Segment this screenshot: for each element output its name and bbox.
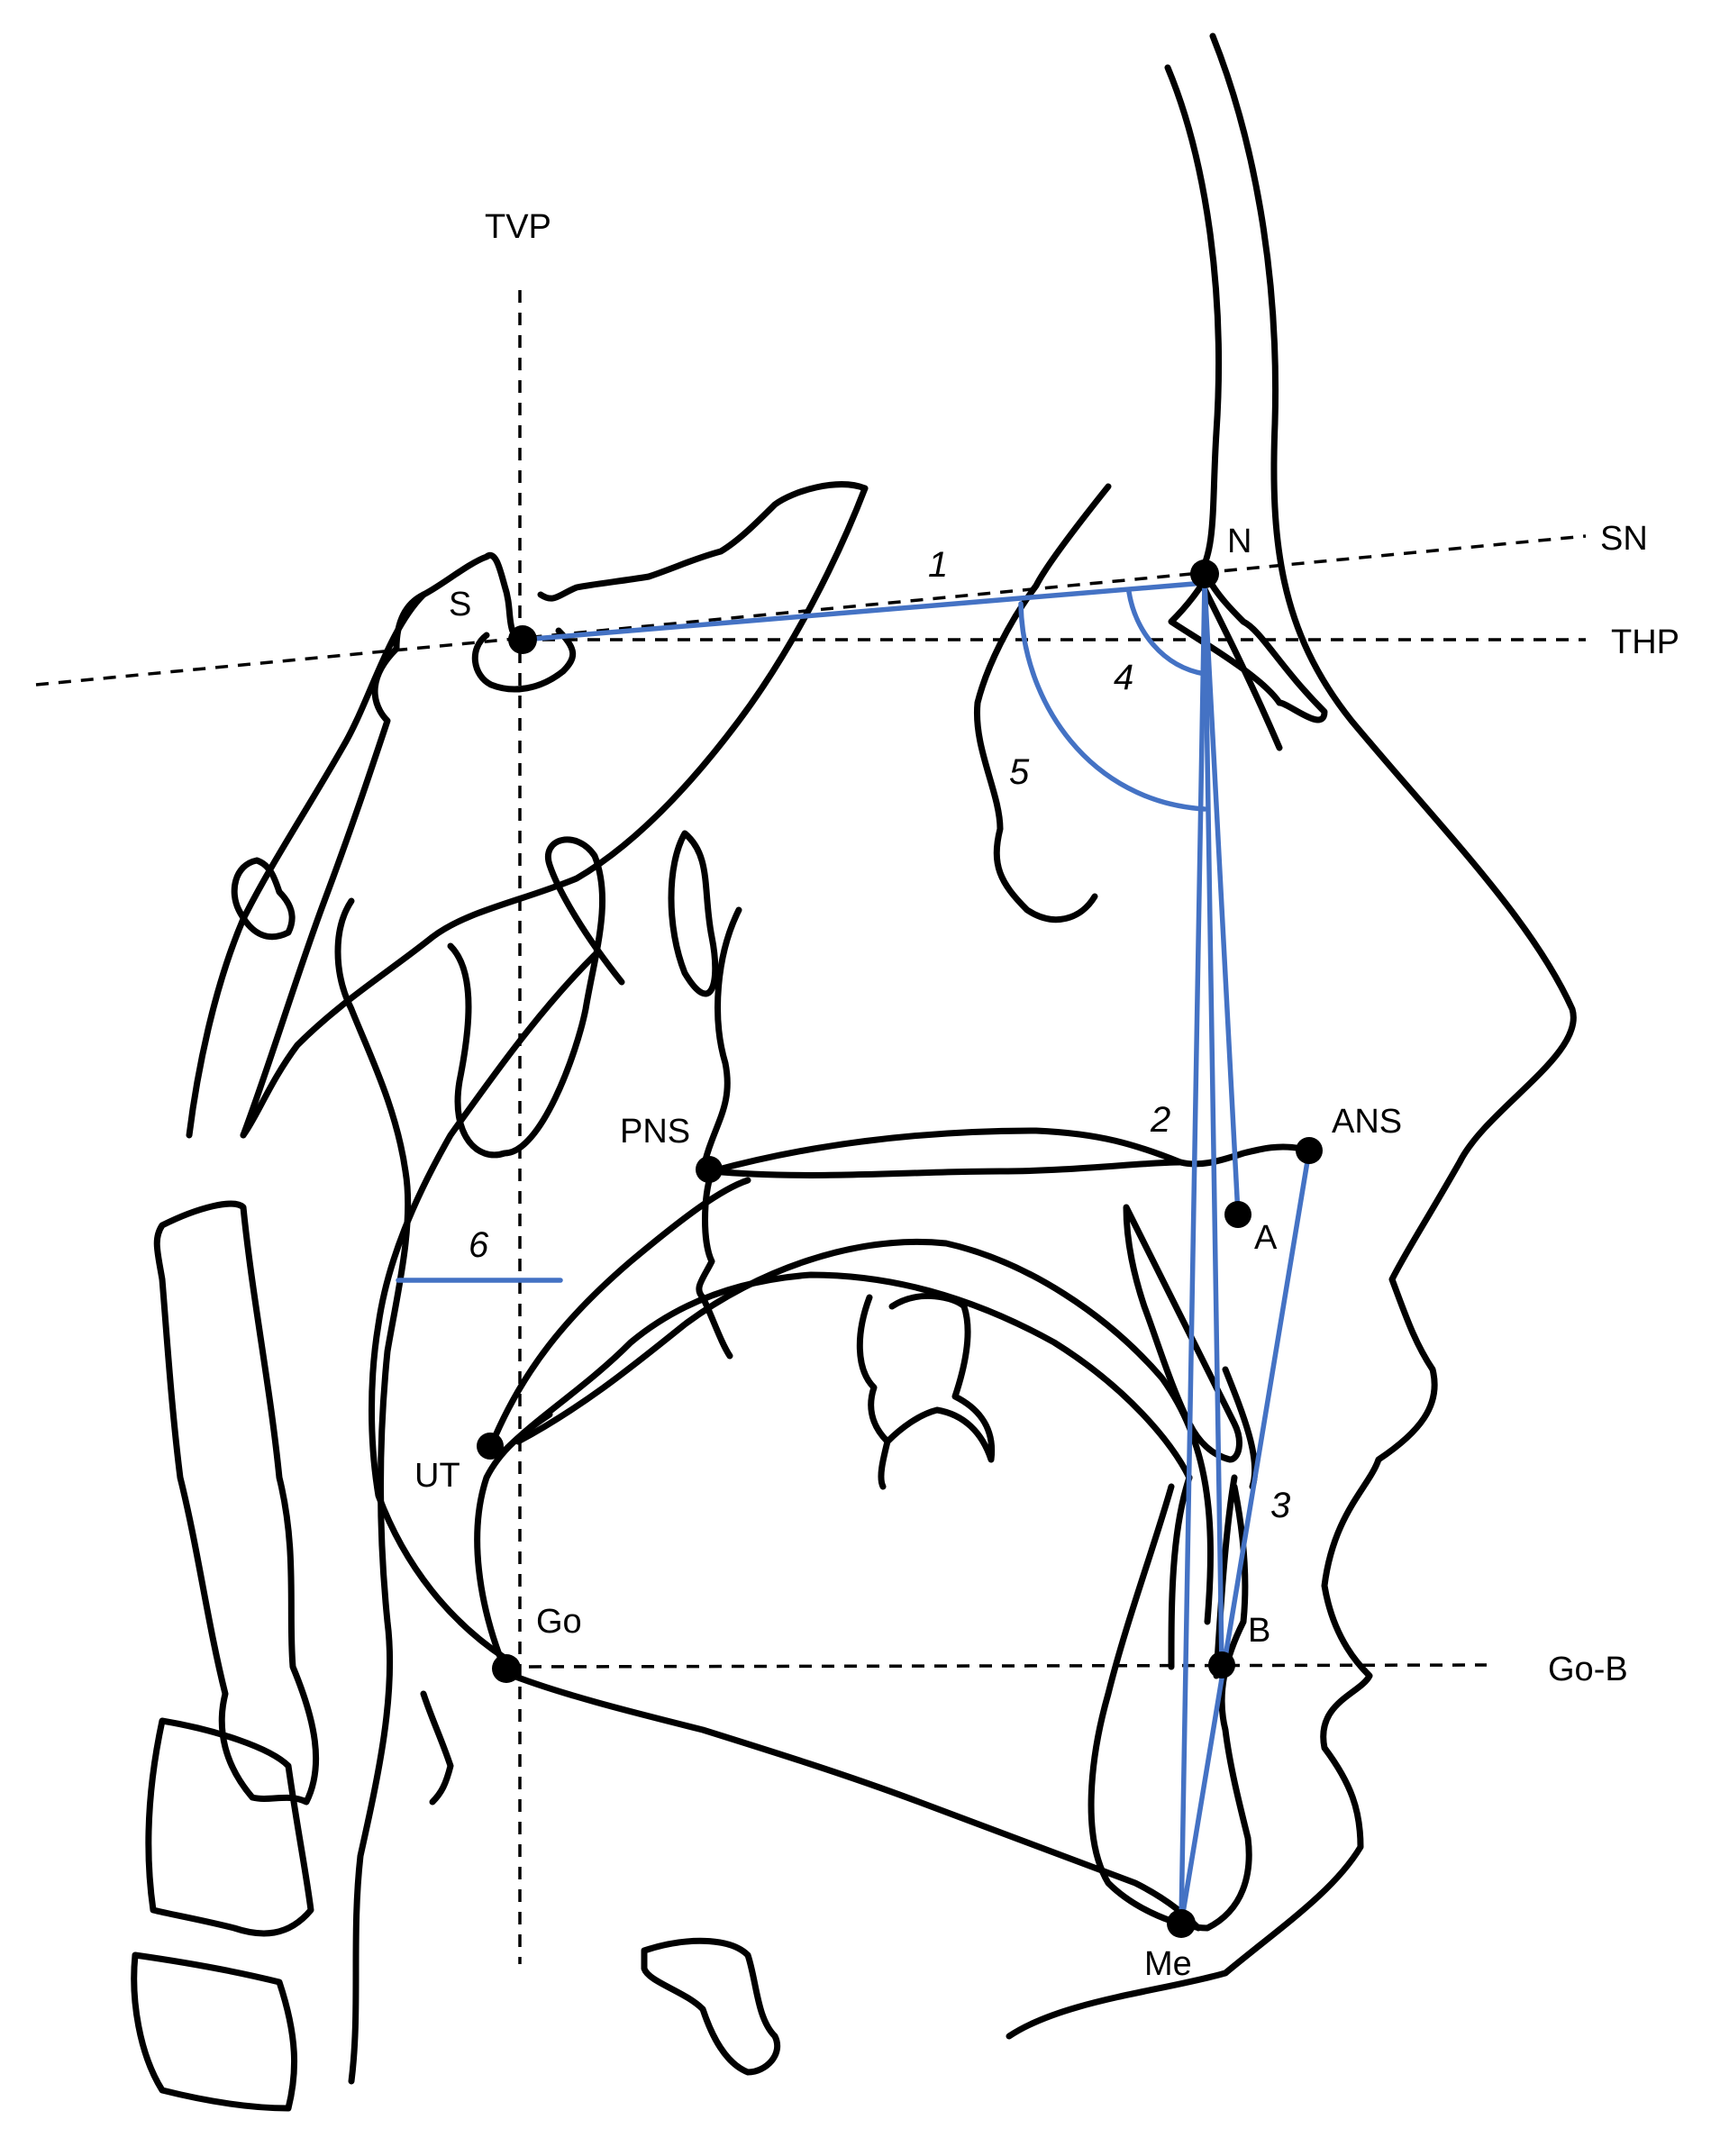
molar-tooth bbox=[856, 1292, 996, 1490]
label-go: Go bbox=[536, 1603, 582, 1641]
label-pns: PNS bbox=[620, 1113, 690, 1151]
tongue-dorsum bbox=[487, 1177, 751, 1450]
point-me bbox=[1167, 1909, 1196, 1938]
hard-palate-lower bbox=[708, 1159, 1184, 1178]
tongue-outline bbox=[501, 1271, 1193, 1481]
point-go bbox=[492, 1654, 521, 1683]
vertebra-c4 bbox=[131, 1951, 298, 2112]
point-b bbox=[1208, 1651, 1235, 1678]
label-s: S bbox=[449, 586, 471, 623]
point-ut bbox=[477, 1433, 504, 1460]
measurement-labels: 1 2 3 4 5 6 bbox=[469, 545, 1290, 1525]
label-tvp: TVP bbox=[485, 208, 551, 246]
label-n: N bbox=[1227, 523, 1251, 560]
sella-turcica bbox=[240, 485, 869, 1139]
mandible-symphysis bbox=[1088, 1483, 1252, 1932]
nose-inner-line bbox=[1164, 64, 1283, 751]
orbit-curve bbox=[973, 483, 1112, 923]
mandible-lower-border bbox=[503, 1669, 1202, 1932]
measure-label-4: 4 bbox=[1114, 658, 1133, 697]
line-s-n bbox=[520, 580, 1207, 642]
nasal-bone bbox=[1168, 573, 1328, 723]
pterygoid-loop bbox=[447, 836, 625, 1159]
label-ans: ANS bbox=[1332, 1103, 1402, 1141]
angle-arc-5 bbox=[1018, 601, 1207, 812]
sn-line bbox=[35, 534, 1587, 687]
label-b: B bbox=[1248, 1612, 1270, 1650]
label-thp: THP bbox=[1611, 623, 1679, 661]
point-a bbox=[1224, 1201, 1251, 1228]
upper-incisor bbox=[1123, 1204, 1242, 1463]
pterygoid-plate bbox=[668, 830, 719, 997]
epiglottis bbox=[420, 1690, 454, 1806]
anatomy-outlines bbox=[131, 32, 1577, 2112]
tongue-inner bbox=[514, 1238, 1214, 1625]
measure-label-1: 1 bbox=[928, 545, 948, 585]
landmark-points bbox=[477, 559, 1323, 1938]
point-pns bbox=[696, 1156, 723, 1183]
cranial-base-left bbox=[186, 591, 427, 1139]
hard-palate-upper bbox=[708, 1127, 1306, 1175]
pharynx-posterior bbox=[334, 897, 412, 2085]
nose-outer-line bbox=[1006, 32, 1577, 2040]
mastoid-nodule bbox=[231, 857, 296, 941]
line-n-b bbox=[1202, 580, 1224, 1668]
line-ans-me bbox=[1179, 1148, 1312, 1926]
measure-label-6: 6 bbox=[469, 1225, 489, 1265]
pterygoid-plate-2 bbox=[699, 906, 742, 1175]
vertebra-c3 bbox=[145, 1717, 314, 1937]
measure-label-3: 3 bbox=[1270, 1486, 1290, 1525]
pterygoid-process bbox=[696, 1168, 733, 1360]
upper-incisor-root bbox=[1222, 1366, 1259, 1490]
measure-label-2: 2 bbox=[1150, 1100, 1170, 1140]
point-ans bbox=[1296, 1137, 1323, 1164]
sella-cup bbox=[471, 627, 577, 693]
lower-incisor bbox=[1168, 1474, 1238, 1679]
mandible-ramus bbox=[474, 1411, 553, 1677]
measure-label-5: 5 bbox=[1009, 752, 1030, 792]
label-me: Me bbox=[1144, 1945, 1192, 1983]
label-sn: SN bbox=[1600, 520, 1648, 558]
label-ut: UT bbox=[414, 1457, 460, 1495]
sphenoid-upper bbox=[537, 481, 869, 602]
landmark-labels: S N PNS ANS A B UT Go Me bbox=[414, 523, 1402, 1983]
line-n-a bbox=[1202, 580, 1241, 1217]
atlas-outline bbox=[369, 951, 598, 1661]
angle-arc-4 bbox=[1126, 589, 1207, 677]
gob-line bbox=[505, 1663, 1488, 1669]
reference-labels: TVP SN THP Go-B bbox=[485, 208, 1679, 1688]
point-n bbox=[1190, 559, 1219, 588]
vertebra-c2 bbox=[153, 1200, 320, 1806]
reference-lines bbox=[35, 290, 1587, 1964]
label-a: A bbox=[1254, 1219, 1278, 1257]
line-n-me bbox=[1179, 580, 1207, 1926]
point-s bbox=[508, 625, 537, 654]
measurement-lines bbox=[396, 580, 1312, 1926]
hyoid-bone bbox=[641, 1937, 781, 2076]
label-gob: Go-B bbox=[1548, 1651, 1628, 1688]
